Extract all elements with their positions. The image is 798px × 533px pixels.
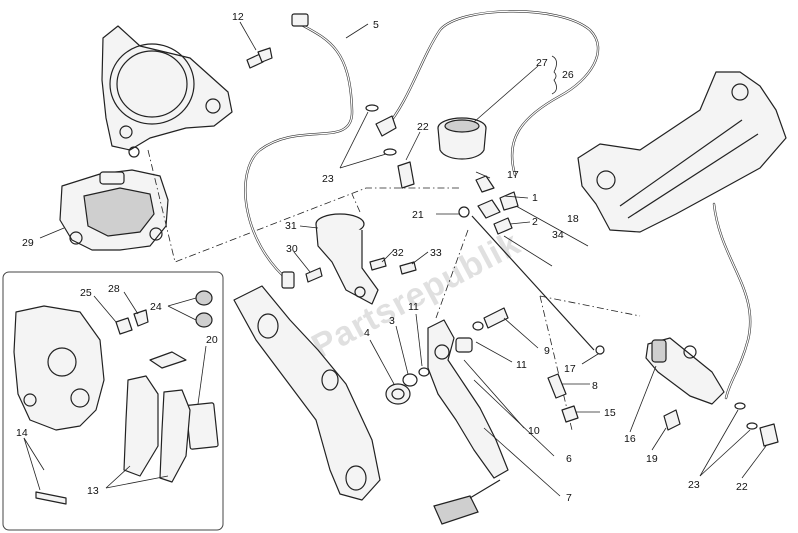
label-26: 26 [562,69,574,81]
label-32: 32 [392,247,404,259]
label-31: 31 [285,220,297,232]
fluid-reservoir [437,55,557,160]
label-17-bottom: 17 [564,363,576,375]
label-19: 19 [646,453,658,465]
part-labels: 12 5 27 26 22 23 17 1 2 18 21 34 31 30 3… [16,11,748,504]
reservoir-hose [375,10,600,177]
label-14: 14 [16,427,28,439]
reservoir-clamp-bracket [299,213,379,305]
label-34: 34 [552,229,564,241]
rod-end-fittings [436,171,531,235]
cylinder-fixings [651,402,779,479]
label-18: 18 [567,213,579,225]
label-33: 33 [430,247,442,259]
banjo-union [397,131,421,189]
label-23-top: 23 [322,173,334,185]
label-11-b: 11 [516,359,527,371]
label-15: 15 [604,407,616,419]
label-3: 3 [389,315,395,327]
label-29: 29 [22,237,34,249]
label-5: 5 [373,19,379,31]
label-7: 7 [566,492,572,504]
label-22-top: 22 [417,121,429,133]
label-1: 1 [532,192,538,204]
label-4: 4 [364,327,370,339]
push-rod [471,205,595,351]
label-21: 21 [412,209,424,221]
label-25: 25 [80,287,92,299]
footpeg-plate-right [577,71,787,233]
rear-caliper [39,169,169,251]
label-11-a: 11 [408,301,419,313]
label-24: 24 [150,301,162,313]
label-30: 30 [286,243,298,255]
label-22-bottom: 22 [736,481,748,493]
brake-hose-right [712,202,752,400]
label-13: 13 [87,485,99,497]
bracket-bolt [239,21,273,69]
label-23-bottom: 23 [688,479,700,491]
label-17-top: 17 [507,169,519,181]
brake-hose-5 [244,13,369,289]
footrest-hanger [233,285,381,501]
label-10: 10 [528,425,540,437]
label-16: 16 [624,433,636,445]
label-27: 27 [536,57,548,69]
label-8: 8 [592,380,598,392]
pedal-stop [547,345,605,423]
fixing-screws [293,249,429,283]
label-12: 12 [232,11,244,23]
return-springs [463,359,561,497]
label-20: 20 [206,334,218,346]
inset-panel [2,271,224,531]
label-6: 6 [566,453,572,465]
label-28: 28 [108,283,120,295]
label-9: 9 [544,345,550,357]
brake-pedal [427,319,509,525]
pedal-pivot-parts [369,313,473,405]
pedal-pivot-bolt [472,307,539,363]
label-2: 2 [532,216,538,228]
sealing-washers [339,104,397,169]
caliper-bracket [101,25,233,158]
master-cylinder [629,337,725,433]
